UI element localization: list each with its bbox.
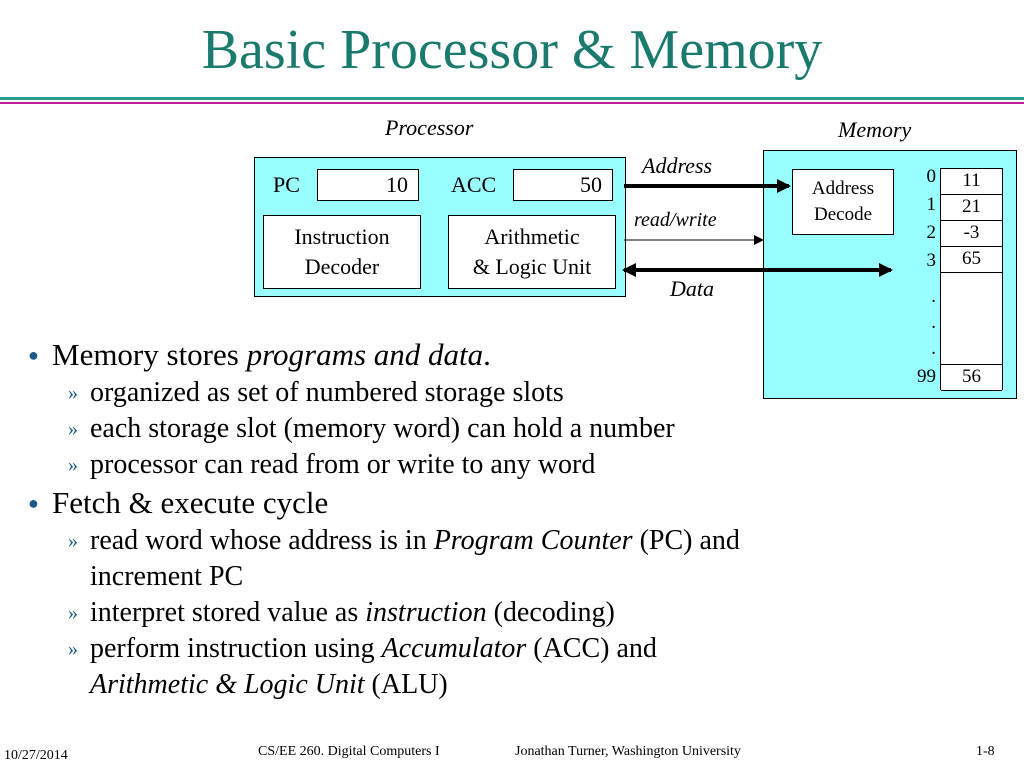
sub-bullet-text-italic: Program Counter [433, 525, 633, 556]
sub-bullet-text: processor can read from or write to any … [90, 449, 596, 480]
memory-ellipsis-2: . [931, 312, 936, 333]
data-label: Data [670, 276, 714, 301]
acc-register: 50 [513, 169, 613, 201]
memory-cell-3: 65 [941, 247, 1002, 273]
sub-bullet-marker: » [68, 602, 78, 624]
address-label: Address [642, 153, 713, 178]
sub-bullet-read-word: » read word whose address is in Program C… [28, 523, 988, 595]
memory-caption: Memory [838, 117, 912, 142]
pc-register: 10 [317, 169, 419, 201]
title-rule-magenta [0, 102, 1024, 104]
bullet-fetch-execute-text: Fetch & execute cycle [52, 485, 329, 520]
memory-cell-0: 11 [941, 169, 1002, 195]
footer-page-number: 1-8 [976, 744, 995, 759]
sub-bullet-text: each storage slot (memory word) can hold… [90, 413, 675, 444]
sub-bullet-text-post: (ACC) and [526, 633, 657, 664]
sub-bullet-text-line2-post: (ALU) [364, 669, 448, 700]
address-decode-line2: Decode [813, 204, 873, 225]
alu-box: Arithmetic & Logic Unit [448, 215, 616, 289]
sub-bullet-text-post: (PC) and [632, 525, 740, 556]
sub-bullet-marker: » [68, 418, 78, 440]
memory-cell-2: -3 [941, 221, 1002, 247]
sub-bullet-text-post: (decoding) [486, 597, 615, 628]
alu-line1: Arithmetic [484, 224, 580, 249]
address-decode-line1: Address [811, 178, 875, 199]
readwrite-label: read/write [634, 209, 717, 231]
sub-bullet-marker: » [68, 454, 78, 476]
instruction-decoder-line1: Instruction [294, 224, 390, 249]
memory-address-0: 0 [926, 166, 937, 187]
instruction-decoder-box: Instruction Decoder [263, 215, 421, 289]
slide-title: Basic Processor & Memory [201, 19, 823, 81]
sub-bullet-text: organized as set of numbered storage slo… [90, 377, 564, 408]
footer-course: CS/EE 260. Digital Computers I [258, 744, 440, 759]
diagram-arrows [622, 179, 893, 277]
memory-address-3: 3 [926, 250, 937, 271]
memory-address-1: 1 [926, 194, 937, 215]
sub-bullet-perform: » perform instruction using Accumulator (… [28, 631, 988, 703]
sub-bullet-text-line2: increment PC [90, 561, 244, 592]
processor-caption: Processor [385, 115, 474, 140]
instruction-decoder-line2: Decoder [304, 254, 380, 279]
processor-box: PC 10 ACC 50 Instruction Decoder Arithme… [254, 157, 626, 297]
sub-bullet-text-italic: Accumulator [381, 633, 527, 664]
title-rule-teal [0, 97, 1024, 100]
bullet-memory-stores: Memory stores programs and data. [28, 335, 988, 375]
alu-line2: & Logic Unit [472, 254, 592, 279]
sub-bullet-text-line2-italic: Arithmetic & Logic Unit [90, 669, 365, 700]
sub-bullet-read-write: » processor can read from or write to any… [28, 447, 988, 483]
bullet-memory-stores-italic: programs and data [246, 337, 484, 372]
memory-address-2: 2 [926, 222, 937, 243]
bullet-list: Memory stores programs and data. » organi… [28, 335, 988, 703]
bullet-memory-stores-tail: . [483, 337, 491, 372]
sub-bullet-interpret: » interpret stored value as instruction (… [28, 595, 988, 631]
sub-bullet-text-pre: perform instruction using [90, 633, 382, 664]
sub-bullet-text-italic: instruction [365, 597, 487, 628]
footer-date: 10/27/2014 [4, 748, 68, 763]
bullet-memory-stores-text: Memory stores [52, 337, 247, 372]
sub-bullet-marker: » [68, 530, 78, 552]
memory-cell-1: 21 [941, 195, 1002, 221]
sub-bullet-marker: » [68, 382, 78, 404]
acc-label: ACC [451, 172, 497, 197]
memory-ellipsis-1: . [931, 286, 936, 307]
footer-author: Jonathan Turner, Washington University [515, 744, 741, 759]
sub-bullet-text-pre: read word whose address is in [90, 525, 434, 556]
pc-label: PC [273, 172, 300, 197]
sub-bullet-marker: » [68, 638, 78, 660]
sub-bullet-numbered-slots: » organized as set of numbered storage sl… [28, 375, 988, 411]
bullet-fetch-execute: Fetch & execute cycle [28, 483, 988, 523]
sub-bullet-memory-word: » each storage slot (memory word) can hol… [28, 411, 988, 447]
sub-bullet-text-pre: interpret stored value as [90, 597, 366, 628]
address-decode-box: Address Decode [792, 169, 894, 235]
